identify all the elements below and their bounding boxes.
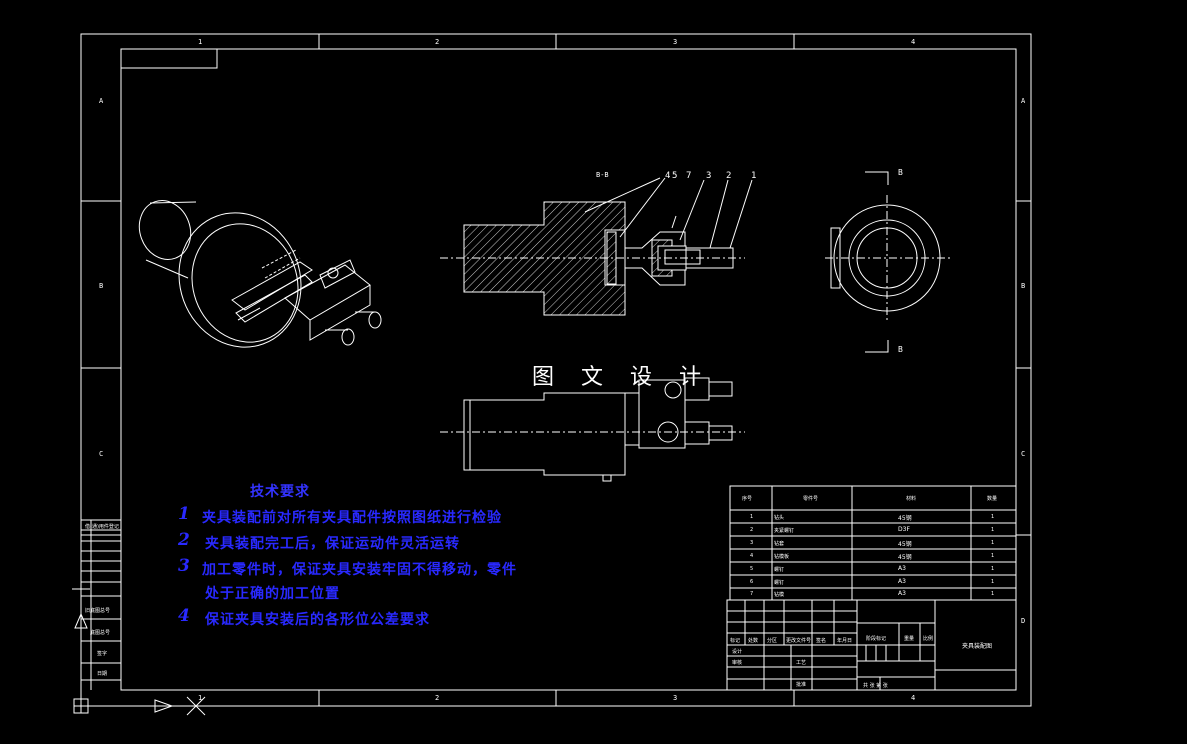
side-table-label-2: 旧底图总号 bbox=[85, 608, 111, 614]
bom-cell-no: 2 bbox=[750, 527, 754, 533]
tech-item-4-text: 保证夹具安装后的各形位公差要求 bbox=[205, 612, 430, 628]
section-view bbox=[440, 177, 753, 316]
bom-cell-material: A3 bbox=[898, 578, 906, 585]
tech-item-2-text: 夹具装配完工后，保证运动件灵活运转 bbox=[205, 536, 460, 552]
bom-cell-name: 钻模 bbox=[774, 592, 785, 598]
tech-item-4-number: 4 bbox=[178, 606, 190, 626]
zone-number-3-top: 3 bbox=[673, 38, 678, 46]
zone-letter-c-right: C bbox=[1021, 450, 1026, 458]
watermark-text: 图 文 设 计 bbox=[532, 365, 711, 390]
zone-letter-b-left: B bbox=[99, 282, 104, 290]
tech-item-1-number: 1 bbox=[178, 504, 190, 524]
zone-number-4-top: 4 bbox=[911, 38, 916, 46]
tb-label-weight: 重量 bbox=[904, 636, 915, 642]
bom-frame bbox=[729, 485, 1017, 601]
side-table-label-4: 签字 bbox=[97, 651, 108, 657]
bom-cell-material: D3F bbox=[898, 526, 910, 533]
tech-item-3-number: 3 bbox=[178, 556, 190, 576]
bom-header-no: 序号 bbox=[742, 496, 753, 502]
zone-letter-b-right: B bbox=[1021, 282, 1026, 290]
section-label: B-B bbox=[596, 171, 609, 179]
bom-cell-name: 螺钉 bbox=[774, 567, 785, 573]
front-view bbox=[440, 377, 745, 482]
side-table-label-1: 借(通)用件登记 bbox=[85, 524, 119, 530]
bom-cell-qty: 1 bbox=[991, 514, 995, 520]
bom-cell-no: 3 bbox=[750, 540, 754, 546]
end-view bbox=[825, 171, 950, 353]
bom-cell-qty: 1 bbox=[991, 566, 995, 572]
zone-letter-d-right: D bbox=[1021, 617, 1026, 625]
balloon-3: 3 bbox=[706, 171, 712, 181]
view-marker-bottom: B bbox=[898, 345, 903, 354]
tb-label-zone: 分区 bbox=[767, 638, 778, 644]
tech-item-3-text: 加工零件时，保证夹具安装牢固不得移动，零件 bbox=[202, 562, 517, 578]
balloon-4: 4 bbox=[665, 171, 671, 181]
bom-cell-material: 45钢 bbox=[898, 541, 912, 548]
tb-label-signature: 签名 bbox=[816, 638, 827, 644]
zone-number-1-top: 1 bbox=[198, 38, 203, 46]
zone-number-2-bottom: 2 bbox=[435, 694, 440, 702]
bom-cell-no: 1 bbox=[750, 514, 754, 520]
bom-cell-no: 6 bbox=[750, 579, 754, 585]
tb-label-review: 审核 bbox=[732, 660, 743, 666]
side-table-label-3: 底图总号 bbox=[90, 630, 111, 636]
drawing-name: 夹具装配图 bbox=[962, 643, 993, 650]
tb-label-design: 设计 bbox=[732, 649, 743, 655]
bom-cell-no: 5 bbox=[750, 566, 754, 572]
bom-header-qty: 数量 bbox=[987, 496, 998, 502]
view-marker-top: B bbox=[898, 168, 903, 177]
zone-letter-a-left: A bbox=[99, 97, 104, 105]
bom-header-name: 零件号 bbox=[803, 496, 819, 502]
zone-number-1-bottom: 1 bbox=[198, 694, 203, 702]
tb-label-process: 工艺 bbox=[796, 660, 807, 666]
bom-header-material: 材料 bbox=[906, 496, 917, 502]
tb-label-count: 处数 bbox=[748, 638, 759, 644]
balloon-2: 2 bbox=[726, 171, 732, 181]
tb-label-date: 年月日 bbox=[837, 638, 853, 644]
bom-cell-qty: 1 bbox=[991, 579, 995, 585]
bom-cell-name: 夹紧螺钉 bbox=[774, 528, 795, 534]
zone-letter-c-left: C bbox=[99, 450, 104, 458]
bom-cell-name: 螺钉 bbox=[774, 580, 785, 586]
tb-sheet-text: 共 张 第 张 bbox=[863, 683, 888, 689]
balloon-5: 5 bbox=[672, 171, 678, 181]
bom-cell-material: A3 bbox=[898, 565, 906, 572]
balloon-1: 1 bbox=[751, 171, 757, 181]
tb-label-stage: 阶段标记 bbox=[866, 636, 887, 642]
bom-cell-qty: 1 bbox=[991, 540, 995, 546]
tech-item-3-continuation: 处于正确的加工位置 bbox=[205, 586, 340, 602]
tb-label-mark: 标记 bbox=[730, 638, 741, 644]
tb-label-scale: 比例 bbox=[923, 636, 934, 642]
bom-cell-no: 7 bbox=[750, 591, 754, 597]
bom-cell-material: 45钢 bbox=[898, 515, 912, 522]
iso-view bbox=[138, 200, 382, 348]
balloon-7: 7 bbox=[686, 171, 692, 181]
bom-cell-material: 45钢 bbox=[898, 554, 912, 561]
tech-item-2-number: 2 bbox=[178, 530, 190, 550]
inner-border bbox=[120, 48, 1017, 691]
tech-item-1-text: 夹具装配前对所有夹具配件按照图纸进行检验 bbox=[202, 510, 502, 526]
tb-label-approve: 批准 bbox=[796, 682, 807, 688]
bom-cell-no: 4 bbox=[750, 553, 754, 559]
side-table-label-5: 日期 bbox=[97, 671, 108, 677]
bom-cell-qty: 1 bbox=[991, 591, 995, 597]
zone-number-3-bottom: 3 bbox=[673, 694, 678, 702]
bom-cell-name: 钻套 bbox=[774, 541, 785, 547]
zone-number-4-bottom: 4 bbox=[911, 694, 916, 702]
zone-number-2-top: 2 bbox=[435, 38, 440, 46]
tech-requirements-title: 技术要求 bbox=[250, 484, 310, 500]
tb-label-change-doc: 更改文件号 bbox=[786, 638, 812, 644]
zone-letter-a-right: A bbox=[1021, 97, 1026, 105]
bom-cell-material: A3 bbox=[898, 590, 906, 597]
bom-cell-name: 钻模板 bbox=[774, 554, 790, 560]
bom-cell-qty: 1 bbox=[991, 553, 995, 559]
bom-cell-name: 钻头 bbox=[774, 515, 785, 521]
bom-cell-qty: 1 bbox=[991, 527, 995, 533]
